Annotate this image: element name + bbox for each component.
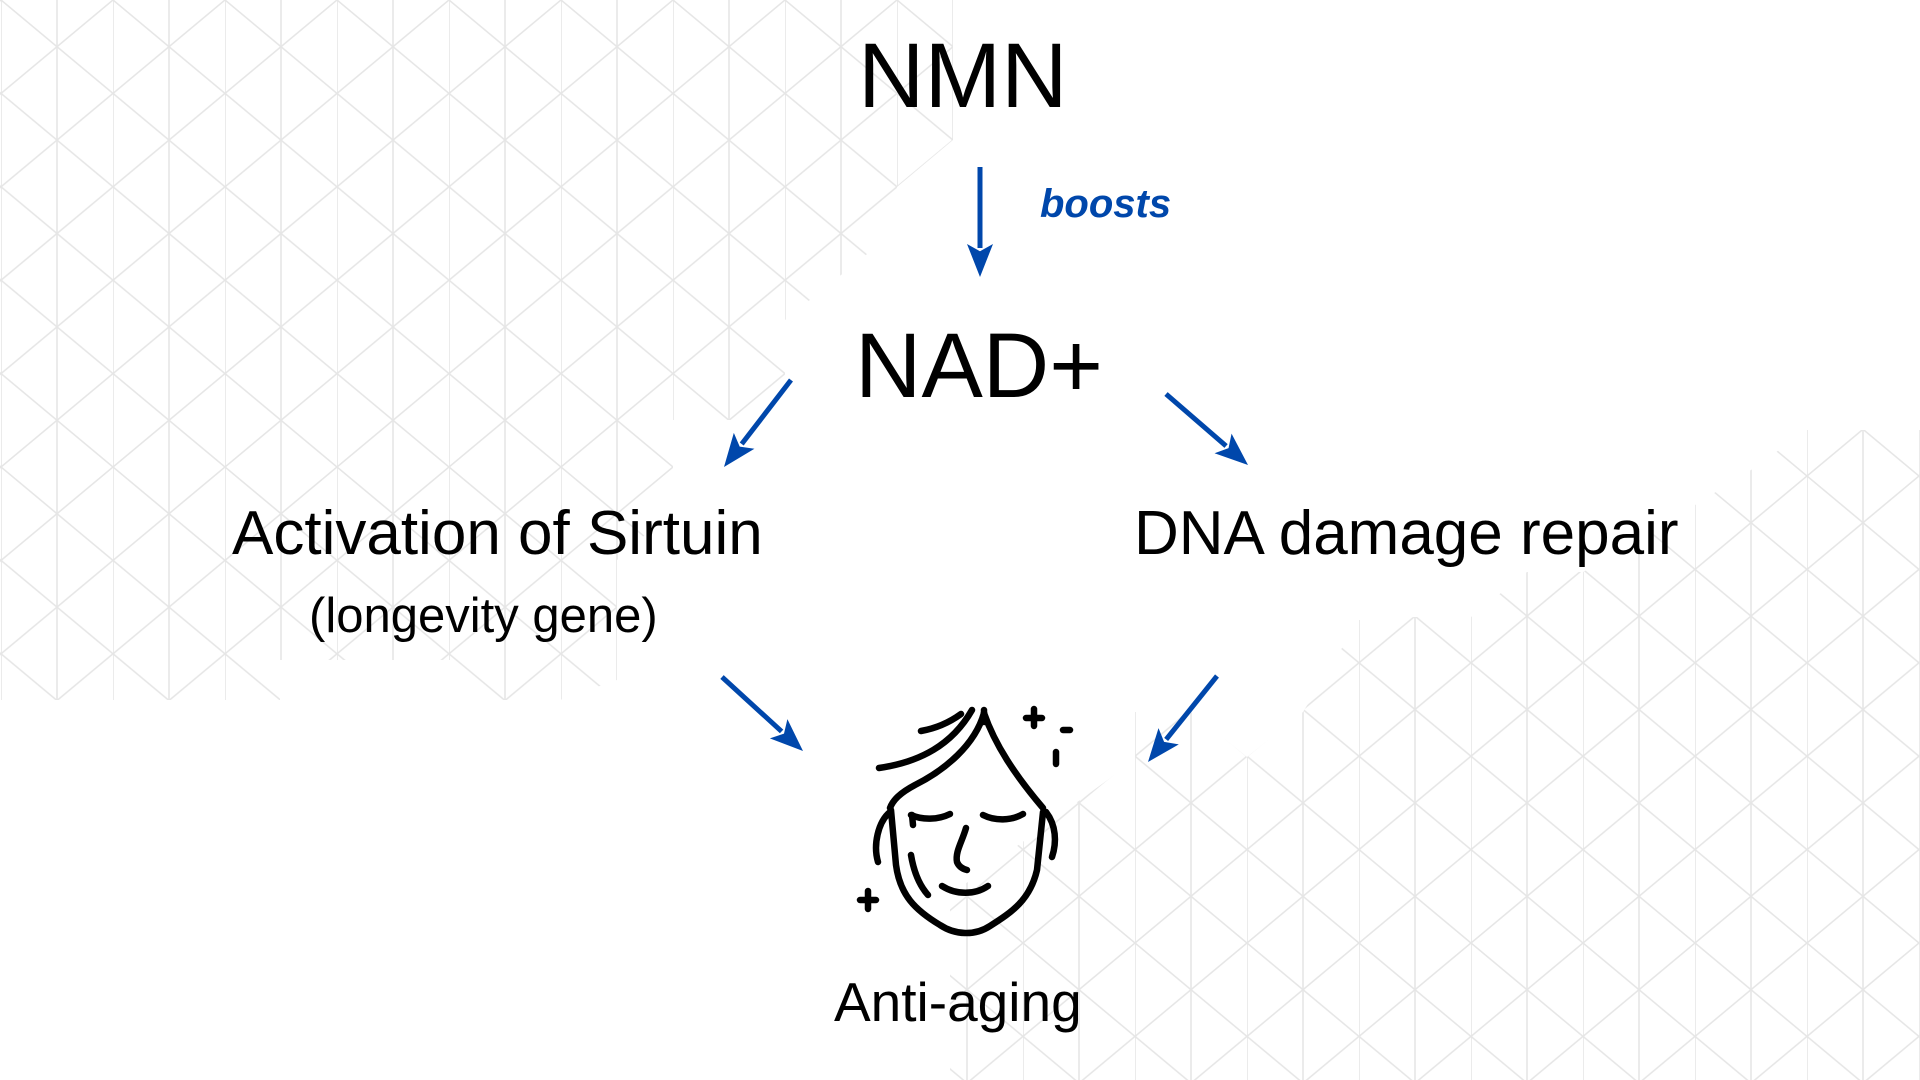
arrow-head bbox=[724, 432, 755, 467]
arrow-head bbox=[769, 719, 803, 751]
arrow-shaft bbox=[720, 675, 784, 734]
arrow-shaft bbox=[739, 378, 793, 446]
bangs-stroke bbox=[875, 706, 976, 772]
node-anti-aging: Anti-aging bbox=[834, 971, 1082, 1033]
sparkle-plus-bottom bbox=[856, 887, 880, 913]
node-nmn: NMN bbox=[858, 25, 1068, 127]
mouth bbox=[938, 882, 992, 896]
node-sirtuin-subtitle: (longevity gene) bbox=[309, 589, 658, 643]
left-eye bbox=[907, 810, 954, 822]
grid-region-bottom-right bbox=[950, 430, 1920, 1080]
cheek-line bbox=[907, 851, 932, 899]
arrow-head bbox=[1214, 433, 1248, 465]
face-outline bbox=[887, 806, 1047, 937]
edge-label-boosts: boosts bbox=[1040, 182, 1172, 226]
left-ear bbox=[872, 808, 894, 866]
node-nad-plus: NAD+ bbox=[855, 315, 1103, 417]
arrow-head bbox=[1148, 728, 1179, 762]
arrow-dna-to-anti-aging bbox=[1148, 674, 1219, 762]
right-eye bbox=[979, 810, 1027, 823]
arrow-sirtuin-to-anti-aging bbox=[720, 675, 803, 751]
bangs-small-stroke bbox=[917, 710, 965, 735]
node-dna-damage-repair: DNA damage repair bbox=[1134, 499, 1679, 568]
nose bbox=[953, 824, 971, 874]
node-sirtuin-activation: Activation of Sirtuin bbox=[232, 499, 763, 568]
arrow-nmn-to-nad bbox=[967, 167, 993, 277]
hair-right-strand bbox=[980, 709, 1047, 812]
arrow-head bbox=[967, 244, 993, 277]
arrow-shaft bbox=[1164, 674, 1219, 741]
sparkle-plus-top bbox=[1022, 705, 1046, 730]
arrow-shaft bbox=[1164, 392, 1228, 448]
arrow-nad-to-dna bbox=[1164, 392, 1248, 465]
grid-region-top-left bbox=[0, 0, 953, 700]
left-eye-lash bbox=[908, 811, 917, 829]
arrow-nad-to-sirtuin bbox=[724, 378, 793, 467]
face-with-sparkles-icon bbox=[856, 705, 1074, 937]
right-ear bbox=[1042, 808, 1059, 861]
hair-left-strand bbox=[886, 709, 988, 812]
